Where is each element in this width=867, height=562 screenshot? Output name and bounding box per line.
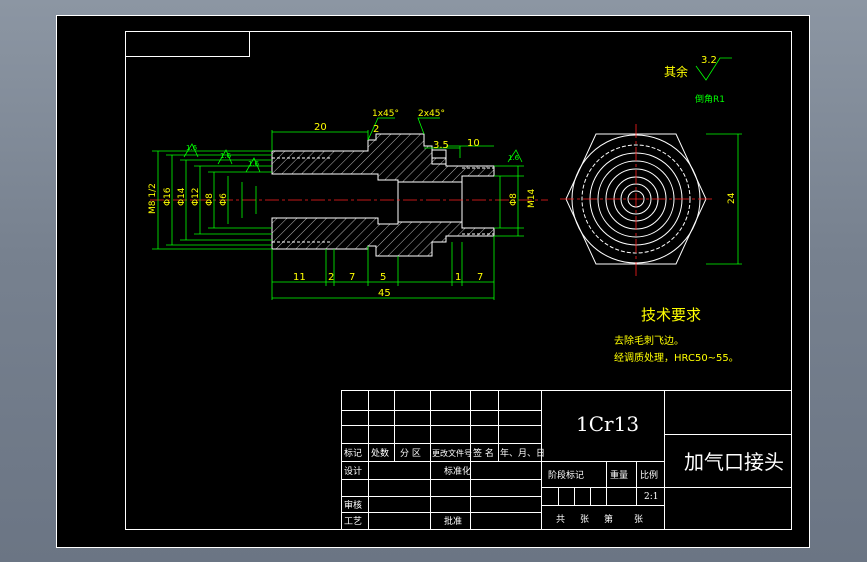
roughness-symbol xyxy=(695,57,732,81)
upper-section xyxy=(271,133,495,183)
overall-length: 45 xyxy=(378,288,391,299)
tb-header-2: 处数 xyxy=(371,447,389,459)
chamfer-1: 1x45° xyxy=(372,109,399,119)
section-view xyxy=(150,133,548,257)
tb-scale: 2:1 xyxy=(644,492,658,502)
tb-sheet-unit: 张 xyxy=(634,514,643,525)
tb-weight: 重量 xyxy=(610,469,628,481)
dim-v-3: Φ14 xyxy=(177,187,187,206)
bore-steps xyxy=(377,174,463,228)
tb-header-5: 签 名 xyxy=(473,447,494,459)
roughness-mark-1: 1.6 xyxy=(186,144,198,152)
material: 1Cr13 xyxy=(576,412,639,436)
tb-process: 工艺 xyxy=(344,516,362,527)
code-box xyxy=(125,31,250,57)
dim-v-8: M14 xyxy=(527,189,537,208)
roughness-mark-4: 1.6 xyxy=(508,154,520,162)
tb-header-6: 年、月、日 xyxy=(500,447,545,459)
dim-v-2: Φ16 xyxy=(163,187,173,206)
end-view xyxy=(560,124,712,276)
dim-v-7: Φ8 xyxy=(509,193,519,206)
dim-top-3: 3.5 xyxy=(433,140,449,151)
outer-frame xyxy=(56,15,810,548)
dim-top-4: 10 xyxy=(467,138,480,149)
tb-scale-label: 比例 xyxy=(640,469,658,481)
dim-bottom-2: 2 xyxy=(328,272,334,283)
tb-approve: 批准 xyxy=(444,515,462,527)
roughness-label: 其余 xyxy=(664,64,688,79)
tech-req-title: 技术要求 xyxy=(641,306,701,324)
dim-v-6: Φ6 xyxy=(219,193,229,206)
dim-bottom-5: 1 xyxy=(455,272,461,283)
dim-top-1: 20 xyxy=(314,122,327,133)
tb-header-3: 分 区 xyxy=(400,448,421,459)
dim-v-4: Φ12 xyxy=(191,187,201,206)
tb-standardize: 标准化 xyxy=(444,465,471,477)
tb-header-1: 标记 xyxy=(344,447,362,459)
title-block xyxy=(341,390,792,530)
tb-stage-mark: 阶段标记 xyxy=(548,469,584,481)
part-name: 加气口接头 xyxy=(684,450,784,474)
dim-v-1: M8 1/2 xyxy=(148,183,158,214)
dim-v-5: Φ8 xyxy=(205,193,215,206)
roughness-mark-2: 1.6 xyxy=(220,152,232,160)
tb-sheet: 第 xyxy=(604,513,613,525)
chamfer-2: 2x45° xyxy=(418,109,445,119)
hex-across-flats: 24 xyxy=(727,192,737,204)
drawing-texts: 其余 3.2 倒角R1 1x45° 2x45° 20 2 3.5 10 1.6 … xyxy=(148,55,784,527)
tb-total: 共 xyxy=(556,514,565,525)
dim-bottom-1: 11 xyxy=(293,272,306,283)
tech-req-line-1: 去除毛刺飞边。 xyxy=(614,334,684,347)
tb-sheet-of: 张 xyxy=(580,514,589,525)
dim-bottom-3: 7 xyxy=(349,272,355,283)
roughness-value: 3.2 xyxy=(701,55,717,66)
dim-top-2: 2 xyxy=(373,124,379,135)
dim-bottom-6: 7 xyxy=(477,272,483,283)
tb-design: 设计 xyxy=(344,465,362,477)
section-dimensions xyxy=(152,57,742,300)
tech-req-line-2: 经调质处理，HRC50~55。 xyxy=(614,351,739,364)
fillet-note: 倒角R1 xyxy=(695,93,725,105)
tb-review: 审核 xyxy=(344,499,362,511)
drawing-sheet xyxy=(56,15,810,548)
dim-bottom-4: 5 xyxy=(380,272,386,283)
undercut-notch xyxy=(431,149,447,165)
roughness-mark-3: 1.6 xyxy=(248,160,260,168)
tb-header-4: 更改文件号 xyxy=(432,448,472,458)
